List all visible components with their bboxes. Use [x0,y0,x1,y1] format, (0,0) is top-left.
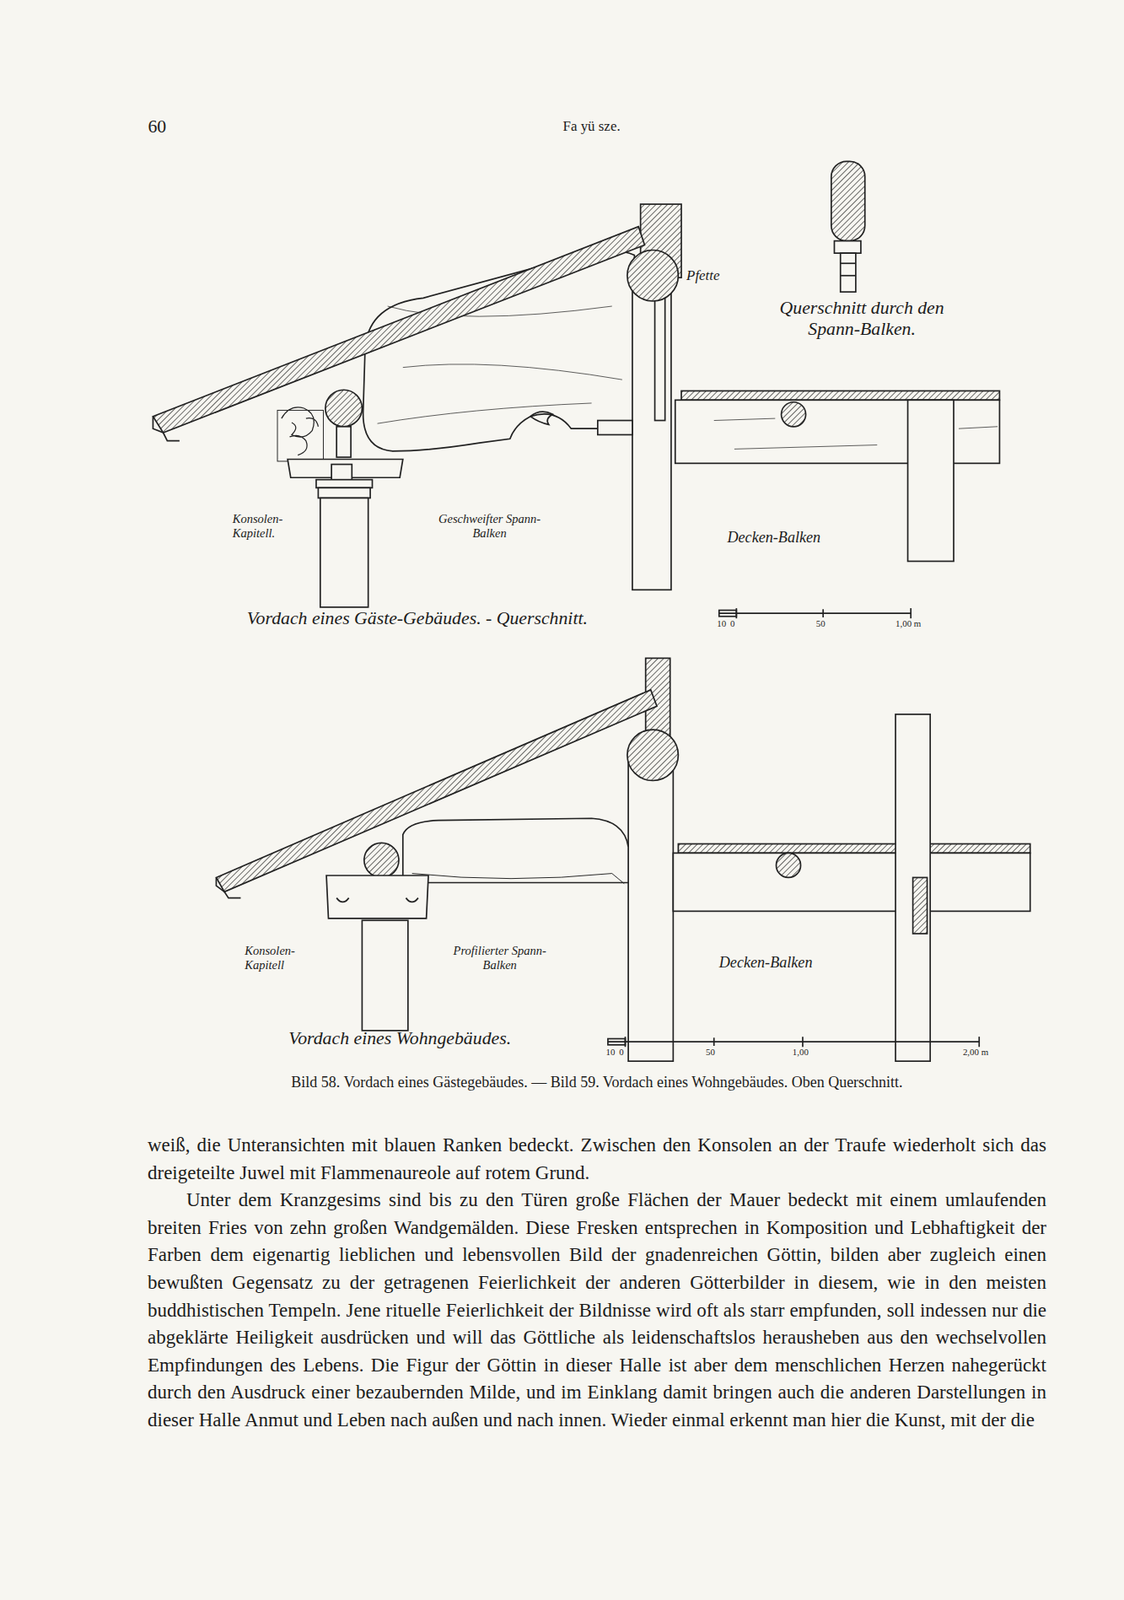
part-label: Querschnitt durch den Spann-Balken. [774,297,949,340]
page-text: 50 [816,618,837,630]
page-text: 0 [730,618,741,630]
body-paragraph: weiß, die Unteransichten mit blauen Rank… [147,1131,1047,1187]
part-label: Konsolen-Kapitell [244,943,327,972]
body-text: weiß, die Unteransichten mit blauen Rank… [147,1131,1047,1435]
body-paragraph: Unter dem Kranzgesims sind bis zu den Tü… [147,1186,1047,1434]
page-text: 50 [705,1046,727,1058]
part-label: Profilierter Spann-Balken [438,943,561,972]
page-text: 10 [716,618,732,630]
page-text: 0 [618,1046,630,1058]
part-label: Pfette [686,267,748,284]
part-label: Geschweifter Spann-Balken [428,511,551,540]
part-label: Vordach eines Gäste-Gebäudes. - Querschn… [247,607,696,630]
part-label: Decken-Balken [726,528,870,547]
page-text: 60 [147,116,189,138]
part-label: Vordach eines Wohngebäudes. [288,1027,595,1049]
page-text: Fa yü sze. [510,118,674,135]
page-text: 1,00 [792,1046,823,1058]
figure-caption: Bild 58. Vordach eines Gästegebäudes. — … [147,1073,1047,1092]
part-label: Decken-Balken [719,953,862,972]
page-text: 2,00 m [962,1046,1014,1058]
page-text: 1,00 m [895,618,947,630]
page-text: 10 [606,1046,621,1058]
part-label: Konsolen-Kapitell. [232,511,315,540]
